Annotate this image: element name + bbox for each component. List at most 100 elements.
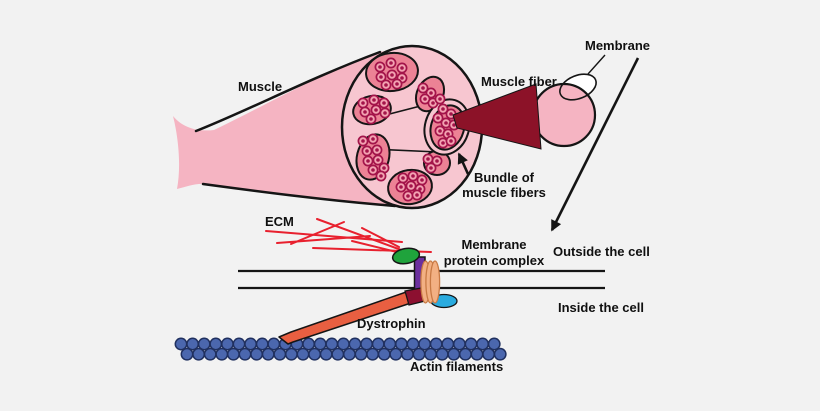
actin-bead bbox=[354, 347, 368, 361]
muscle-fiber-ring-core bbox=[444, 121, 448, 125]
actin-bead bbox=[284, 347, 298, 361]
muscle-fiber-ring-core bbox=[376, 158, 380, 162]
ecm-binding-protein bbox=[391, 247, 421, 265]
muscle-fiber-ring-core bbox=[418, 187, 422, 191]
bundle-label-line2: muscle fibers bbox=[462, 185, 546, 200]
muscle-fiber-ring-core bbox=[395, 82, 399, 86]
muscle-fiber-ring-core bbox=[406, 194, 410, 198]
muscle-fiber-ring-core bbox=[371, 168, 375, 172]
muscle-fiber-ring-core bbox=[374, 108, 378, 112]
muscle-fiber-ring-core bbox=[415, 193, 419, 197]
actin-bead bbox=[215, 347, 229, 361]
muscle-fiber-ring-core bbox=[365, 149, 369, 153]
actin-bead bbox=[342, 347, 356, 361]
actin-bead bbox=[331, 347, 345, 361]
actin-bead bbox=[273, 347, 287, 361]
ecm-fiber bbox=[361, 227, 400, 248]
muscle-fiber-rings bbox=[357, 57, 460, 202]
muscle-fiber-ring-core bbox=[372, 98, 376, 102]
actin-filament-beads bbox=[174, 337, 507, 361]
muscle-top-outline bbox=[194, 50, 382, 133]
actin-bead bbox=[389, 347, 403, 361]
inside-cell-label: Inside the cell bbox=[558, 300, 644, 315]
muscle-fiber-ring-core bbox=[441, 141, 445, 145]
muscle-fiber-ring-core bbox=[382, 101, 386, 105]
muscle-fiber-ring-core bbox=[399, 185, 403, 189]
muscle-fiber-ring-core bbox=[421, 86, 425, 90]
muscle-fiber-ring-core bbox=[378, 65, 382, 69]
muscle-fiber-ring-core bbox=[429, 91, 433, 95]
muscle-fiber-ring-core bbox=[441, 107, 445, 111]
muscle-fiber-ring-core bbox=[361, 139, 365, 143]
muscle-fiber-ring-core bbox=[389, 61, 393, 65]
muscle-fiber-ring-core bbox=[438, 129, 442, 133]
ecm-fiber bbox=[290, 221, 345, 245]
muscle-fiber-ring-core bbox=[409, 184, 413, 188]
muscle-fiber-ring-core bbox=[411, 174, 415, 178]
ecm-label: ECM bbox=[265, 214, 294, 229]
actin-bead bbox=[319, 347, 333, 361]
muscle-fiber-ring-core bbox=[438, 97, 442, 101]
actin-bead bbox=[226, 347, 240, 361]
muscle-fiber-circle bbox=[531, 82, 597, 148]
helix bbox=[429, 260, 441, 304]
muscle-fiber-ring-core bbox=[436, 116, 440, 120]
membrane-pointer-line bbox=[587, 54, 606, 75]
muscle-fiber-ring-core bbox=[384, 83, 388, 87]
muscle-fiber-ring-core bbox=[401, 176, 405, 180]
actin-bead bbox=[296, 347, 310, 361]
muscle-fiber-ring-core bbox=[361, 101, 365, 105]
mpc-label-line1: Membrane bbox=[461, 237, 526, 252]
actin-bead bbox=[203, 347, 217, 361]
actin-label: Actin filaments bbox=[410, 359, 503, 374]
actin-bead bbox=[493, 347, 507, 361]
bundle-label-line1: Bundle of bbox=[474, 170, 535, 185]
muscle-fiber-ring-core bbox=[366, 159, 370, 163]
zoom-cone bbox=[452, 83, 542, 150]
muscle-anatomy-section: Muscle Muscle fiber Membrane Bundle of m… bbox=[173, 38, 650, 232]
actin-bead bbox=[180, 347, 194, 361]
actin-bead bbox=[261, 347, 275, 361]
actin-bead bbox=[487, 337, 501, 351]
muscle-fiber-ring-core bbox=[390, 73, 394, 77]
muscle-fiber-ring-core bbox=[375, 148, 379, 152]
ecm-fiber bbox=[265, 230, 403, 243]
molecular-section: ECM Membrane protein complex Outside the… bbox=[174, 214, 650, 374]
transmembrane-helices bbox=[420, 260, 441, 304]
muscle-fiber-ring-core bbox=[449, 112, 453, 116]
mpc-label-line2: protein complex bbox=[444, 253, 545, 268]
actin-bead bbox=[366, 347, 380, 361]
actin-bead bbox=[308, 347, 322, 361]
muscle-label: Muscle bbox=[238, 79, 282, 94]
muscle-fiber-ring-core bbox=[426, 157, 430, 161]
muscle-fiber-ring-core bbox=[446, 132, 450, 136]
pullout-band bbox=[370, 102, 438, 152]
muscle-fiber-ring-core bbox=[429, 166, 433, 170]
membrane-label: Membrane bbox=[585, 38, 650, 53]
muscle-fiber-ring-core bbox=[423, 97, 427, 101]
actin-bead bbox=[377, 347, 391, 361]
muscle-fiber-ring-core bbox=[452, 123, 456, 127]
muscle-fiber-label: Muscle fiber bbox=[481, 74, 557, 89]
muscle-fiber-ring-core bbox=[379, 174, 383, 178]
ecm-fiber bbox=[276, 235, 371, 244]
muscle-fiber-ring-core bbox=[435, 159, 439, 163]
muscle-bottom-outline bbox=[201, 182, 397, 208]
muscle-fiber-ring-core bbox=[371, 137, 375, 141]
muscle-fiber-ring-core bbox=[431, 101, 435, 105]
membrane-long-arrow bbox=[550, 57, 640, 232]
bundle-pointer-arrow bbox=[457, 152, 470, 175]
actin-bead bbox=[192, 347, 206, 361]
actin-bead bbox=[238, 347, 252, 361]
muscle-fiber-ring-core bbox=[369, 117, 373, 121]
muscle-fiber-ring-core bbox=[420, 178, 424, 182]
muscle-fiber-ring-core bbox=[382, 166, 386, 170]
muscle-fiber-ring-core bbox=[449, 139, 453, 143]
actin-bead bbox=[250, 347, 264, 361]
muscle-fiber-ring-core bbox=[363, 110, 367, 114]
outside-cell-label: Outside the cell bbox=[553, 244, 650, 259]
muscle-fiber-ring-core bbox=[400, 76, 404, 80]
ecm-fiber bbox=[316, 218, 405, 252]
muscle-fiber-ring-core bbox=[379, 75, 383, 79]
